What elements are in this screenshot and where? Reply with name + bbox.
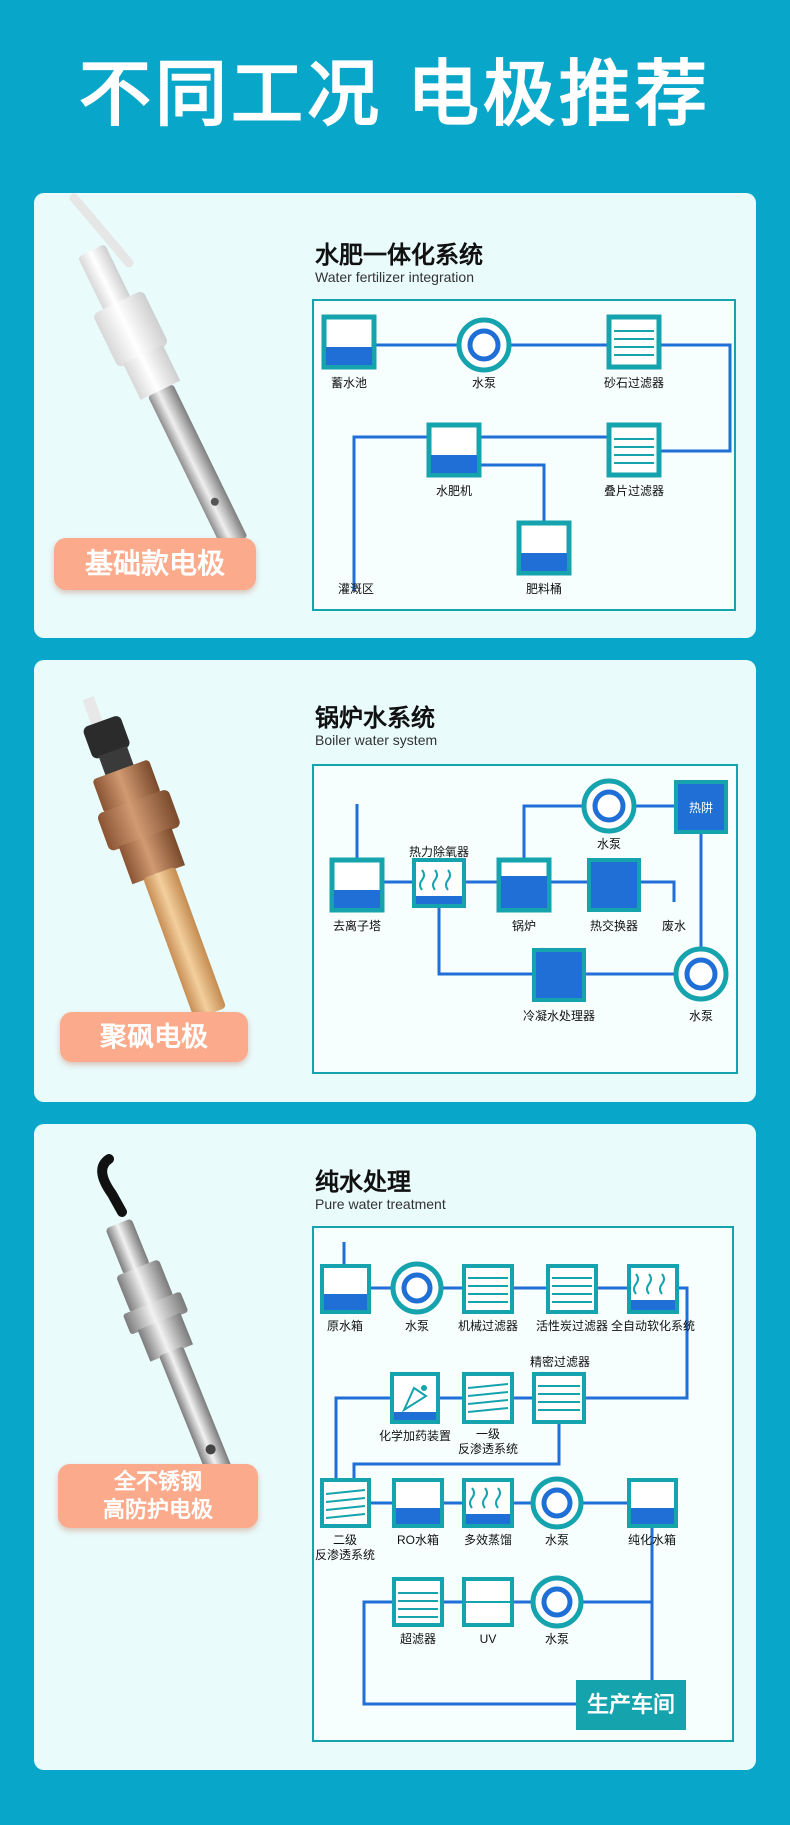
ro-tank-node: RO水箱	[392, 1478, 444, 1547]
svg-text:二级: 二级	[333, 1533, 357, 1547]
section-title: 锅炉水系统	[315, 705, 435, 732]
pure-water-diagram: 原水箱 水泵 机械过滤器 活性炭过滤器 全自动软化系统	[312, 1226, 734, 1742]
pump-node-2: 水泵	[530, 1476, 584, 1547]
svg-text:水泵: 水泵	[405, 1319, 429, 1333]
mechanical-filter-node: 机械过滤器	[458, 1264, 518, 1333]
irrigation-area-label: 灌溉区	[338, 582, 374, 596]
stainless-electrode-image	[97, 1154, 239, 1495]
purified-water-tank-node: 纯化水箱	[627, 1478, 678, 1547]
polysulfone-electrode-image	[82, 696, 226, 1019]
section-subtitle: Pure water treatment	[315, 1196, 446, 1212]
disc-filter-node: 叠片过滤器	[604, 422, 664, 498]
svg-text:砂石过滤器: 砂石过滤器	[604, 376, 664, 390]
svg-text:活性炭过滤器: 活性炭过滤器	[536, 1319, 608, 1333]
pump-node: 水泵	[456, 317, 512, 390]
multi-effect-distiller-node: 多效蒸馏	[462, 1478, 514, 1547]
svg-text:肥料桶: 肥料桶	[526, 581, 562, 596]
carbon-filter-node: 活性炭过滤器	[536, 1264, 608, 1333]
card-boiler-water: 聚砜电极 锅炉水系统 Boiler water system 水泵	[34, 660, 756, 1102]
fertigation-machine-node: 水肥机	[426, 422, 482, 498]
svg-text:机械过滤器: 机械过滤器	[458, 1318, 518, 1333]
primary-ro-node: 一级 反渗透系统	[458, 1372, 518, 1456]
page-title: 不同工况 电极推荐	[78, 55, 711, 135]
raw-water-tank-node: 原水箱	[320, 1264, 371, 1333]
electrode-badge: 基础款电极	[54, 538, 256, 590]
water-fertilizer-diagram: 蓄水池 水泵 砂石过滤器 水肥机 叠片过滤器 灌溉区	[312, 299, 736, 611]
pump-node-3: 水泵	[530, 1575, 584, 1646]
chemical-dosing-node: 化学加药装置	[379, 1372, 451, 1443]
deaerator-node	[412, 858, 466, 908]
production-workshop-node: 生产车间	[576, 1680, 686, 1730]
svg-text:水泵: 水泵	[545, 1533, 569, 1547]
svg-text:水泵: 水泵	[472, 376, 496, 390]
card-water-fertilizer: 基础款电极 水肥一体化系统 Water fertilizer integrati…	[34, 193, 756, 638]
svg-text:水肥机: 水肥机	[436, 484, 472, 498]
svg-text:生产车间: 生产车间	[587, 1692, 675, 1717]
deionizer-node: 去离子塔	[329, 857, 385, 933]
boiler-node: 锅炉	[496, 857, 552, 933]
svg-text:水泵: 水泵	[545, 1632, 569, 1646]
svg-text:反渗透系统: 反渗透系统	[458, 1441, 518, 1456]
electrode-badge: 全不锈钢 高防护电极	[58, 1464, 258, 1528]
svg-text:原水箱: 原水箱	[327, 1318, 363, 1333]
secondary-ro-node: 二级 反渗透系统	[315, 1478, 375, 1562]
pump-node: 水泵	[581, 778, 637, 851]
precision-filter-label: 精密过滤器	[530, 1354, 590, 1369]
svg-text:去离子塔: 去离子塔	[333, 918, 381, 933]
svg-text:化学加药装置: 化学加药装置	[379, 1428, 451, 1443]
sand-filter-node: 砂石过滤器	[604, 314, 664, 390]
svg-text:一级: 一级	[476, 1427, 500, 1441]
fertilizer-bucket-node: 肥料桶	[516, 520, 572, 596]
svg-text:蓄水池: 蓄水池	[331, 376, 367, 390]
electrode-badge: 聚砜电极	[60, 1012, 248, 1062]
svg-text:UV: UV	[480, 1632, 497, 1646]
section-subtitle: Boiler water system	[315, 732, 438, 748]
precision-filter-node	[532, 1372, 586, 1424]
section-title: 纯水处理	[315, 1169, 411, 1196]
heat-trap-node: 热阱	[674, 780, 728, 834]
auto-softener-node: 全自动软化系统	[611, 1264, 695, 1333]
condensate-treater-node: 冷凝水处理器	[523, 948, 595, 1023]
basic-electrode-image	[69, 193, 247, 549]
svg-text:多效蒸馏: 多效蒸馏	[464, 1532, 512, 1547]
deaerator-label: 热力除氧器	[409, 844, 469, 859]
svg-text:超滤器: 超滤器	[400, 1631, 436, 1646]
pump-node-2: 水泵	[673, 946, 729, 1023]
pump-node: 水泵	[390, 1261, 444, 1333]
svg-text:热交换器: 热交换器	[590, 918, 638, 933]
ultrafilter-node: 超滤器	[392, 1577, 444, 1646]
heat-exchanger-node: 热交换器	[587, 858, 641, 933]
svg-text:反渗透系统: 反渗透系统	[315, 1547, 375, 1562]
uv-node: UV	[462, 1577, 514, 1646]
svg-text:水泵: 水泵	[689, 1009, 713, 1023]
svg-text:叠片过滤器: 叠片过滤器	[604, 484, 664, 498]
svg-text:全自动软化系统: 全自动软化系统	[611, 1318, 695, 1333]
section-subtitle: Water fertilizer integration	[315, 269, 474, 285]
section-title: 水肥一体化系统	[315, 242, 483, 269]
svg-text:RO水箱: RO水箱	[397, 1532, 439, 1547]
svg-text:纯化水箱: 纯化水箱	[628, 1532, 676, 1547]
reservoir-node: 蓄水池	[321, 314, 377, 390]
svg-text:热阱: 热阱	[689, 801, 713, 815]
svg-text:锅炉: 锅炉	[512, 918, 536, 933]
svg-text:冷凝水处理器: 冷凝水处理器	[523, 1008, 595, 1023]
boiler-water-diagram: 水泵 热阱 热力除氧器 去离子塔 锅炉	[312, 764, 738, 1074]
waste-water-label: 废水	[662, 918, 686, 933]
svg-text:水泵: 水泵	[597, 837, 621, 851]
card-pure-water: 全不锈钢 高防护电极 纯水处理 Pure water treatment	[34, 1124, 756, 1770]
